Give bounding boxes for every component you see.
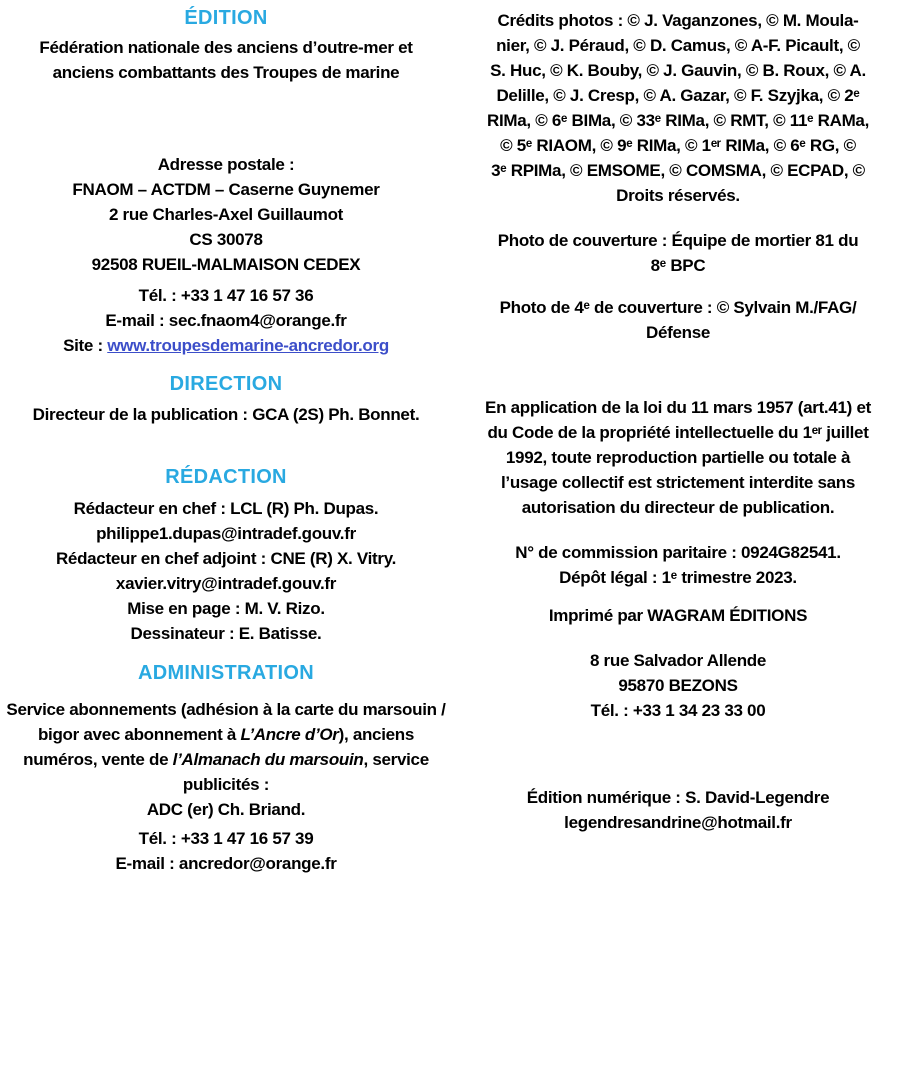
- credits-line: Delille, © J. Cresp, © A. Gazar, © F. Sz…: [496, 86, 860, 105]
- site-line: Site : www.troupesdemarine-ancredor.org: [6, 333, 446, 358]
- admin-segment: Service abonnements (adhésion à la carte…: [6, 700, 446, 744]
- printer-address-line: 95870 BEZONS: [618, 676, 738, 695]
- digital-edition-email-line: legendresandrine@hotmail.fr: [564, 813, 792, 832]
- credits-line: Crédits photos : © J. Vaganzones, © M. M…: [497, 11, 859, 30]
- legal-line: 1992, toute reproduction partielle ou to…: [505, 448, 851, 467]
- credits-line: 3ᵉ RPIMa, © EMSOME, © COMSMA, © ECPAD, ©: [491, 161, 865, 180]
- site-label: Site :: [63, 336, 108, 355]
- digital-edition-line: Édition numérique : S. David-Legendre: [526, 788, 830, 807]
- credits-line: Droits réservés.: [616, 186, 740, 205]
- credits-line: RIMa, © 6ᵉ BIMa, © 33ᵉ RIMa, © RMT, © 11…: [486, 111, 870, 130]
- website-link[interactable]: www.troupesdemarine-ancredor.org: [107, 336, 389, 355]
- legal-deposit-line: Dépôt légal : 1ᵉ trimestre 2023.: [559, 568, 797, 587]
- publisher-line: anciens combattants des Troupes de marin…: [52, 63, 400, 82]
- postal-line: Adresse postale :: [157, 155, 295, 174]
- back-cover-line: Défense: [645, 323, 711, 342]
- redaction-line: Dessinateur : E. Batisse.: [130, 624, 322, 643]
- redaction-line: Mise en page : M. V. Rizo.: [127, 599, 325, 618]
- commission-block: N° de commission paritaire : 0924G82541.…: [458, 540, 898, 590]
- redaction-line: Rédacteur en chef adjoint : CNE (R) X. V…: [55, 549, 397, 568]
- credits-line: nier, © J. Péraud, © D. Camus, © A-F. Pi…: [496, 36, 860, 55]
- section-heading-direction: DIRECTION: [169, 373, 283, 395]
- administration-contact-block: Tél. : +33 1 47 16 57 39 E-mail : ancred…: [6, 826, 446, 876]
- phone-line: Tél. : +33 1 47 16 57 36: [138, 286, 314, 305]
- section-heading-redaction: RÉDACTION: [165, 466, 287, 488]
- almanach-title: l’Almanach du marsouin: [172, 750, 364, 769]
- redaction-email-line: xavier.vitry@intradef.gouv.fr: [115, 574, 337, 593]
- ancre-dor-title: L’Ancre d’Or: [240, 725, 339, 744]
- administration-block: Service abonnements (adhésion à la carte…: [6, 697, 446, 822]
- subscriptions-paragraph: Service abonnements (adhésion à la carte…: [6, 697, 446, 797]
- section-heading-edition: ÉDITION: [184, 7, 268, 29]
- postal-line: 92508 RUEIL-MALMAISON CEDEX: [91, 255, 361, 274]
- right-column: Crédits photos : © J. Vaganzones, © M. M…: [452, 8, 904, 1076]
- admin-contact-name-line: ADC (er) Ch. Briand.: [146, 800, 306, 819]
- publisher-block: Fédération nationale des anciens d’outre…: [6, 35, 446, 85]
- admin-segment: , service publicités :: [182, 750, 429, 794]
- left-column: ÉDITION Fédération nationale des anciens…: [0, 8, 452, 1076]
- cover-photo-block: Photo de couverture : Équipe de mortier …: [458, 228, 898, 278]
- redaction-block: Rédacteur en chef : LCL (R) Ph. Dupas. p…: [6, 496, 446, 646]
- section-heading-administration: ADMINISTRATION: [137, 662, 315, 684]
- redaction-email-line: philippe1.dupas@intradef.gouv.fr: [96, 524, 356, 543]
- email-line: E-mail : sec.fnaom4@orange.fr: [105, 311, 347, 330]
- printer-block: Imprimé par WAGRAM ÉDITIONS: [458, 603, 898, 628]
- cover-photo-line: Photo de couverture : Équipe de mortier …: [497, 231, 859, 250]
- redaction-line: Rédacteur en chef : LCL (R) Ph. Dupas.: [73, 499, 379, 518]
- legal-line: En application de la loi du 11 mars 1957…: [485, 398, 871, 417]
- admin-segment: ), anciens numéros, vente de: [23, 725, 415, 769]
- cover-photo-line: 8ᵉ BPC: [650, 256, 706, 275]
- publisher-line: Fédération nationale des anciens d’outre…: [39, 38, 413, 57]
- phone-line: Tél. : +33 1 47 16 57 39: [138, 829, 314, 848]
- back-cover-photo-block: Photo de 4ᵉ de couverture : © Sylvain M.…: [458, 295, 898, 345]
- edition-contact-block: Tél. : +33 1 47 16 57 36 E-mail : sec.fn…: [6, 283, 446, 358]
- commission-number-line: N° de commission paritaire : 0924G82541.: [515, 543, 841, 562]
- legal-line: du Code de la propriété intellectuelle d…: [487, 423, 869, 442]
- direction-line: Directeur de la publication : GCA (2S) P…: [32, 405, 420, 424]
- credits-line: S. Huc, © K. Bouby, © J. Gauvin, © B. Ro…: [490, 61, 866, 80]
- printer-address-block: 8 rue Salvador Allende 95870 BEZONS Tél.…: [458, 648, 898, 723]
- printer-line: Imprimé par WAGRAM ÉDITIONS: [548, 606, 808, 625]
- digital-edition-block: Édition numérique : S. David-Legendre le…: [458, 785, 898, 835]
- postal-line: 2 rue Charles-Axel Guillaumot: [108, 205, 344, 224]
- legal-notice-block: En application de la loi du 11 mars 1957…: [458, 395, 898, 520]
- printer-phone-line: Tél. : +33 1 34 23 33 00: [590, 701, 766, 720]
- credits-line: © 5ᵉ RIAOM, © 9ᵉ RIMa, © 1ᵉʳ RIMa, © 6ᵉ …: [500, 136, 856, 155]
- email-line: E-mail : ancredor@orange.fr: [115, 854, 337, 873]
- legal-line: autorisation du directeur de publication…: [521, 498, 835, 517]
- postal-line: FNAOM – ACTDM – Caserne Guynemer: [72, 180, 380, 199]
- postal-address-block: Adresse postale : FNAOM – ACTDM – Casern…: [6, 152, 446, 277]
- postal-line: CS 30078: [189, 230, 263, 249]
- printer-address-line: 8 rue Salvador Allende: [589, 651, 767, 670]
- photo-credits-block: Crédits photos : © J. Vaganzones, © M. M…: [458, 8, 898, 208]
- back-cover-line: Photo de 4ᵉ de couverture : © Sylvain M.…: [499, 298, 857, 317]
- legal-line: l’usage collectif est strictement interd…: [500, 473, 856, 492]
